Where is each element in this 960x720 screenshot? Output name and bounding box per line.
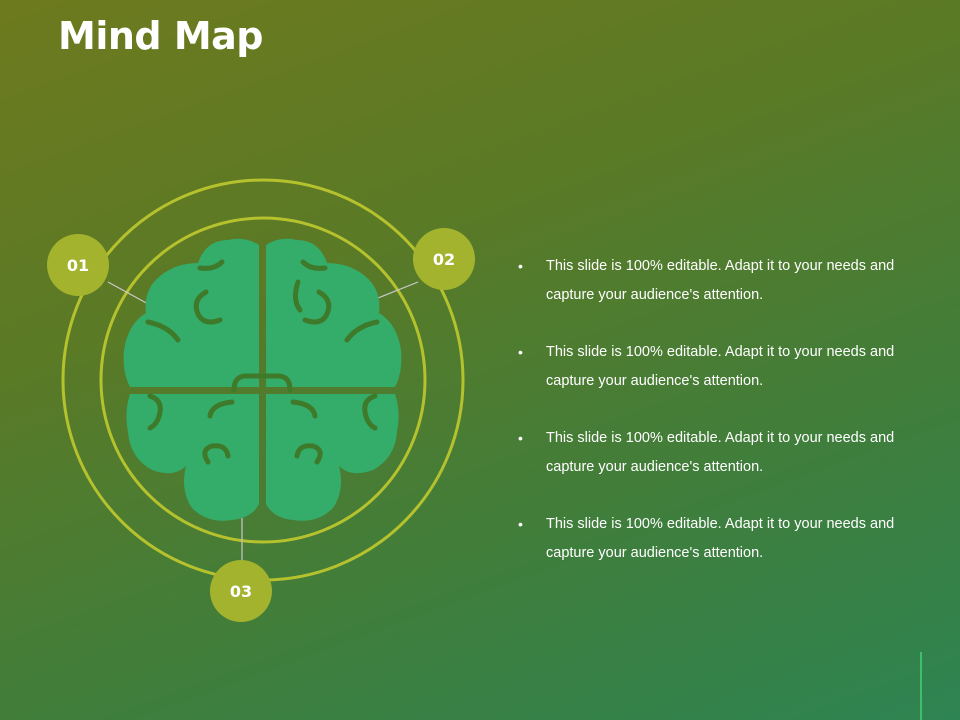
bullet-list: • This slide is 100% editable. Adapt it … bbox=[518, 252, 918, 596]
bullet-marker: • bbox=[518, 258, 523, 274]
bullet-marker: • bbox=[518, 516, 523, 532]
bullet-text: This slide is 100% editable. Adapt it to… bbox=[546, 258, 895, 303]
bullet-text: This slide is 100% editable. Adapt it to… bbox=[546, 430, 895, 475]
bullet-marker: • bbox=[518, 430, 523, 446]
inner-ring bbox=[99, 216, 427, 544]
bullet-text: This slide is 100% editable. Adapt it to… bbox=[546, 344, 895, 389]
node-03: 03 bbox=[210, 560, 272, 622]
bullet-item: • This slide is 100% editable. Adapt it … bbox=[518, 510, 918, 568]
connector-02 bbox=[372, 281, 419, 301]
bullet-item: • This slide is 100% editable. Adapt it … bbox=[518, 338, 918, 396]
bullet-marker: • bbox=[518, 344, 523, 360]
outer-ring bbox=[61, 178, 465, 582]
bullet-item: • This slide is 100% editable. Adapt it … bbox=[518, 252, 918, 310]
bullet-item: • This slide is 100% editable. Adapt it … bbox=[518, 424, 918, 482]
node-02: 02 bbox=[413, 228, 475, 290]
connector-01 bbox=[107, 281, 151, 306]
slide-title: Mind Map bbox=[58, 14, 263, 58]
corner-accent-line bbox=[920, 652, 922, 720]
bullet-text: This slide is 100% editable. Adapt it to… bbox=[546, 516, 895, 561]
node-01: 01 bbox=[47, 234, 109, 296]
brain-icon bbox=[123, 238, 402, 521]
